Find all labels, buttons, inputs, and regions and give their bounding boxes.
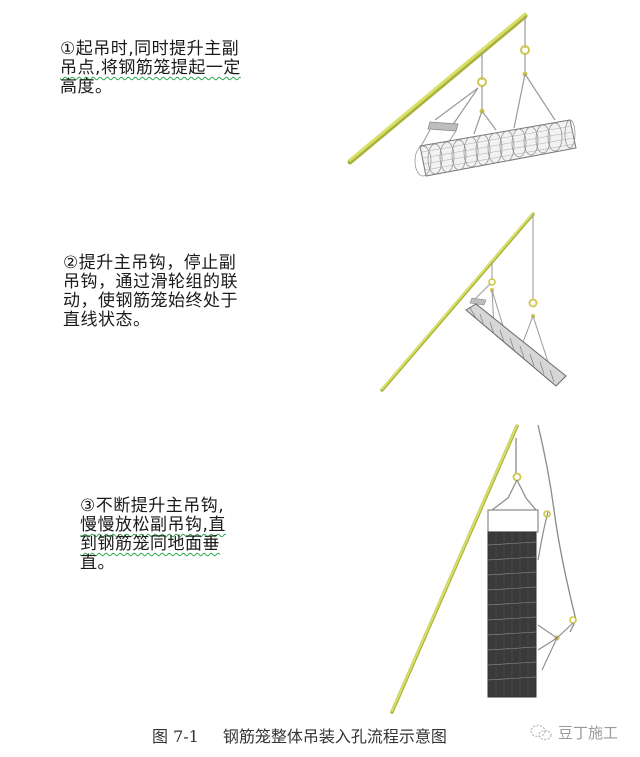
step-1-description: ①起吊时,同时提升主副 吊点,将钢筋笼提起一定 高度。 [60,40,241,97]
aux-hook-icon [488,278,496,286]
figure-number: 图 7-1 [152,727,199,746]
step-2-line-4: 直线状态。 [63,310,151,330]
step-2-line-1: ②提升主吊钩，停止副 [63,253,237,273]
step-3-description: ③不断提升主吊钩, 慢慢放松副吊钩,直 到钢筋笼同地面垂 直。 [80,497,226,573]
wechat-logo-icon [530,724,552,740]
step-2-description: ②提升主吊钩，停止副 吊钩，通过滑轮组的联 动，使钢筋笼始终处于 直线状态。 [63,254,238,330]
watermark-text: 豆丁施工 [558,724,619,742]
step-2-line-2: 吊钩，通过滑轮组的联 [63,272,238,292]
step-2-crane-illustration [380,212,567,392]
step-3-line-1: ③不断提升主吊钩, [80,496,225,516]
step-1-line-1: ①起吊时,同时提升主副 [60,39,240,59]
step-1-line-3: 高度。 [60,77,113,97]
step-2-line-3: 动，使钢筋笼始终处于 [63,291,238,311]
step-3-line-4: 直。 [80,553,115,573]
watermark: 豆丁施工 [530,722,618,743]
step-1-line-2: 吊点,将钢筋笼提起一定 [60,58,241,78]
step-3-crane-illustration [390,424,577,714]
step-1-crane-illustration [347,12,577,177]
main-hook-icon [512,472,522,482]
step-3-line-3: 到钢筋笼同地面垂 [80,534,220,554]
rebar-cage [487,531,537,698]
main-hook-icon [528,298,538,308]
rebar-cage [414,119,577,177]
aux-hook-icon [543,510,577,624]
figure-title: 钢筋笼整体吊装入孔流程示意图 [222,727,447,746]
figure-caption: 图 7-1 钢筋笼整体吊装入孔流程示意图 [152,723,447,747]
rebar-cage [465,303,567,387]
step-3-line-2: 慢慢放松副吊钩,直 [80,515,226,535]
